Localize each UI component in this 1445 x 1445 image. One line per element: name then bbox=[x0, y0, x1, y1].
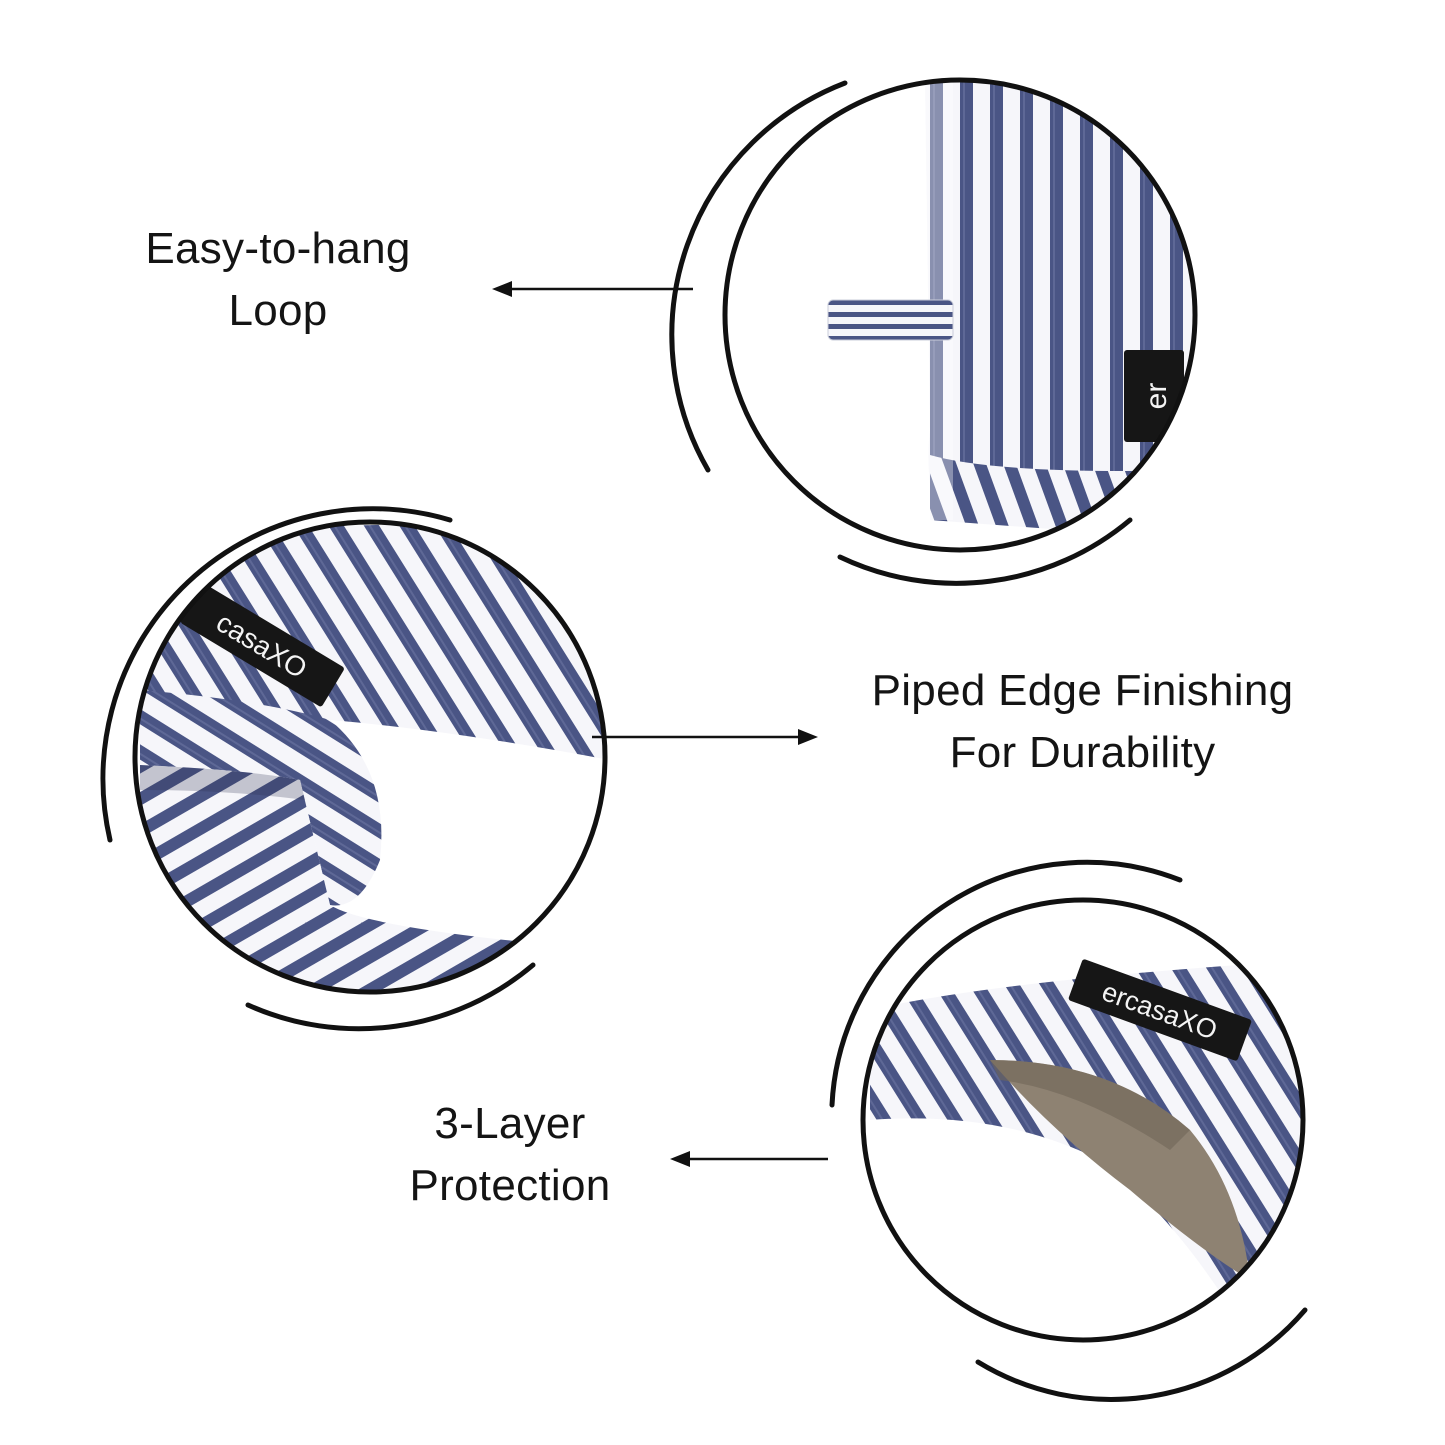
loop-detail-photo: er bbox=[725, 80, 1195, 550]
layer-detail-frame bbox=[860, 897, 1306, 1343]
feature-label-line-2: Protection bbox=[409, 1161, 611, 1210]
arrow-right-piped bbox=[592, 729, 818, 745]
brand-tag: er bbox=[1124, 350, 1184, 442]
feature-label-loop: Easy-to-hang Loop bbox=[108, 218, 448, 342]
layer-detail-group: ercasaXO bbox=[670, 859, 1308, 1402]
outer-arc-bottom-right bbox=[837, 517, 1133, 586]
feature-label-line-1: Easy-to-hang bbox=[145, 224, 411, 273]
feature-label-line-1: 3-Layer bbox=[434, 1099, 586, 1148]
feature-label-line-2: For Durability bbox=[949, 728, 1216, 777]
piped-detail-frame bbox=[132, 519, 608, 995]
layer-detail-photo: ercasaXO bbox=[863, 900, 1303, 1340]
outer-arc-top-left bbox=[669, 80, 848, 473]
feature-label-3-layer: 3-Layer Protection bbox=[360, 1093, 660, 1217]
outer-arc-bottom bbox=[975, 1307, 1308, 1402]
piped-edge bbox=[140, 690, 382, 906]
brand-tag-text: er bbox=[1140, 383, 1173, 410]
outer-arc-top bbox=[829, 859, 1183, 1108]
hanging-loop bbox=[827, 299, 954, 341]
feature-label-line-1: Piped Edge Finishing bbox=[871, 666, 1294, 715]
feature-label-line-2: Loop bbox=[228, 286, 328, 335]
arrow-left-layer bbox=[670, 1151, 828, 1167]
outer-arc-bottom bbox=[245, 962, 536, 1032]
inner-lining bbox=[990, 1060, 1250, 1280]
loop-detail-group: er bbox=[492, 77, 1198, 586]
arrow-left-loop bbox=[492, 281, 693, 297]
piped-detail-group: casaXO bbox=[100, 506, 818, 1032]
piped-detail-photo: casaXO bbox=[135, 522, 605, 992]
outer-arc-top bbox=[100, 506, 453, 843]
loop-detail-frame bbox=[722, 77, 1198, 553]
feature-label-piped-edge: Piped Edge Finishing For Durability bbox=[820, 660, 1345, 784]
